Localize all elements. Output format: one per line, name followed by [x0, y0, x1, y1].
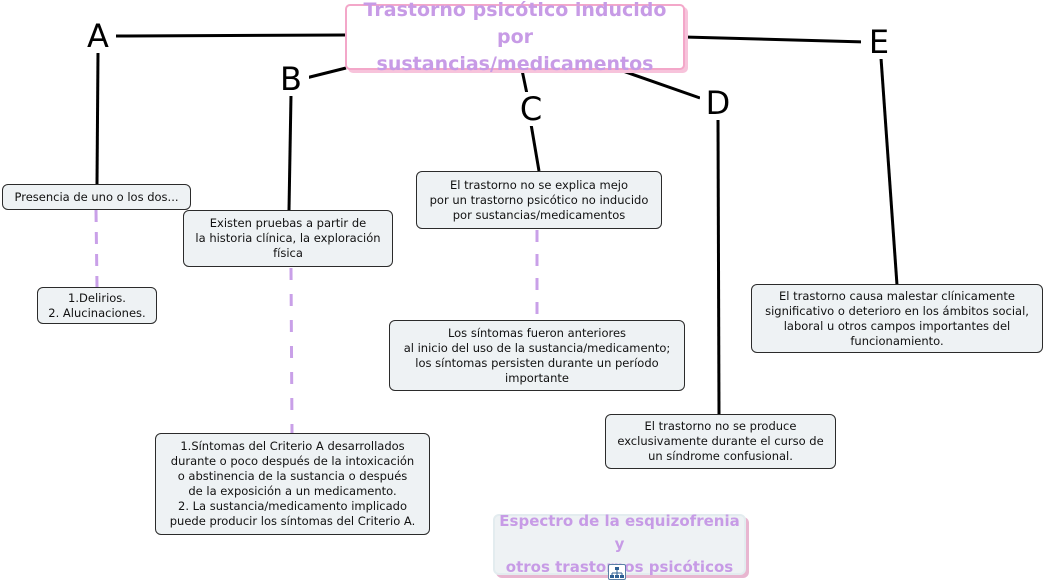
branch-label-a: A	[80, 19, 116, 53]
branch-label-b: B	[273, 62, 309, 96]
link-d-d1	[716, 117, 721, 415]
link-a-a1	[95, 51, 100, 185]
link-title-c	[520, 69, 529, 95]
link-e-e1	[879, 57, 899, 286]
link-title-d	[619, 68, 701, 100]
link-b-b1	[287, 94, 293, 211]
node-c2[interactable]: Los síntomas fueron anteriores al inicio…	[389, 320, 685, 391]
sitemap-icon[interactable]	[608, 564, 626, 580]
central-topic[interactable]: Trastorno psicótico inducido por sustanc…	[345, 0, 685, 75]
node-b2[interactable]: 1.Síntomas del Criterio A desarrollados …	[155, 433, 430, 535]
node-c1[interactable]: El trastorno no se explica mejo por un t…	[416, 171, 662, 229]
branch-label-d: D	[700, 86, 736, 120]
node-a1[interactable]: Presencia de uno o los dos...	[2, 184, 191, 210]
link-title-a	[115, 33, 347, 38]
link-c-c1	[529, 123, 541, 172]
node-a2[interactable]: 1.Delirios. 2. Alucinaciones.	[37, 287, 157, 324]
branch-label-c: C	[513, 92, 549, 126]
link-title-b	[305, 66, 347, 80]
node-d1[interactable]: El trastorno no se produce exclusivament…	[605, 414, 836, 469]
link-title-e	[683, 35, 867, 44]
branch-label-e: E	[861, 25, 897, 59]
dashed-link-a1-a2	[94, 209, 99, 288]
node-b1[interactable]: Existen pruebas a partir de la historia …	[183, 210, 393, 267]
dashed-link-b1-b2	[289, 267, 294, 434]
node-e1[interactable]: El trastorno causa malestar clínicamente…	[751, 284, 1043, 353]
